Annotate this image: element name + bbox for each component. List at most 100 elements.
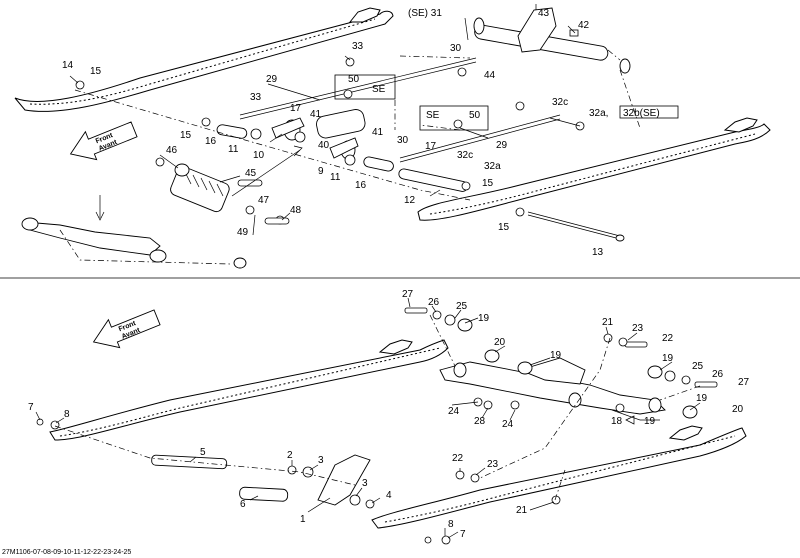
callout-43: 43 — [538, 8, 550, 19]
callouts-top: (SE) 31 43 42 30 33 14 15 44 29 50 33 32… — [62, 8, 608, 258]
callout-30a: 30 — [450, 43, 462, 54]
callout-50b: 50 — [469, 110, 481, 121]
callout-22a: 22 — [662, 333, 674, 344]
callouts-bottom: 27 26 25 19 21 23 22 20 19 19 25 26 27 2… — [28, 289, 750, 540]
center-shock-linkage — [239, 57, 561, 163]
callout-32a: 32a — [484, 161, 501, 172]
callout-17b: 17 — [425, 141, 437, 152]
leaders-bottom — [35, 297, 701, 539]
callout-27a: 27 — [402, 289, 414, 300]
callout-15d: 15 — [498, 222, 510, 233]
callout-48: 48 — [290, 205, 302, 216]
callout-31: (SE) 31 — [408, 8, 442, 19]
callout-22b: 22 — [452, 453, 464, 464]
callout-26a: 26 — [428, 297, 440, 308]
callout-41b: 41 — [372, 127, 384, 138]
callout-32c-b: 32c — [457, 150, 473, 161]
callout-19e: 19 — [644, 416, 656, 427]
callout-24b: 24 — [502, 419, 514, 430]
callout-20a: 20 — [494, 337, 506, 348]
se-box-1-label: SE — [372, 84, 386, 95]
front-shock — [170, 163, 230, 213]
callout-32a-32b: 32a, — [589, 108, 608, 119]
top-assembly: Front Avant — [14, 2, 771, 269]
callout-12: 12 — [404, 195, 416, 206]
callout-49: 49 — [237, 227, 249, 238]
callout-42: 42 — [578, 20, 590, 31]
callout-29a: 29 — [266, 74, 278, 85]
right-rail-bottom — [371, 425, 747, 529]
hardware-bottom — [36, 310, 691, 545]
callout-11b: 11 — [330, 172, 341, 183]
callout-8a: 8 — [64, 409, 70, 420]
part-32b-label: 32b(SE) — [623, 108, 660, 119]
callout-15a: 15 — [90, 66, 102, 77]
callout-24a: 24 — [448, 406, 460, 417]
callout-2: 2 — [287, 450, 293, 461]
centerlines-bottom — [54, 314, 701, 501]
callout-27b: 27 — [738, 377, 750, 388]
leaders-top — [69, 17, 581, 236]
callout-13: 13 — [592, 247, 604, 258]
part-32b-box — [619, 105, 679, 119]
callout-28: 28 — [474, 416, 486, 427]
callout-17a: 17 — [290, 103, 302, 114]
callout-30b: 30 — [397, 135, 409, 146]
callout-26b: 26 — [712, 369, 724, 380]
callout-40: 40 — [318, 140, 330, 151]
front-direction-arrow-bottom-icon: Front Avant — [92, 309, 161, 349]
callout-21b: 21 — [516, 505, 528, 516]
callout-11a: 11 — [228, 144, 239, 155]
callout-16b: 16 — [355, 180, 367, 191]
callout-21a: 21 — [602, 317, 614, 328]
callout-46: 46 — [166, 145, 178, 156]
callout-23b: 23 — [487, 459, 499, 470]
se-box-2 — [419, 105, 489, 131]
callout-8b: 8 — [448, 519, 454, 530]
callout-25a: 25 — [456, 301, 468, 312]
rear-arm-assembly — [473, 2, 631, 74]
callout-33b: 33 — [250, 92, 262, 103]
diagram-footer-code: 27M1106-07-08-09-10-11-12-22-23-24-25 — [2, 549, 131, 556]
centerlines-top — [74, 55, 641, 201]
callout-7a: 7 — [28, 402, 34, 413]
left-rail-bottom — [49, 339, 449, 441]
callout-29b: 29 — [496, 140, 508, 151]
front-arm — [21, 195, 247, 269]
callout-3a: 3 — [318, 455, 324, 466]
callout-50a: 50 — [348, 74, 360, 85]
callout-19c: 19 — [662, 353, 674, 364]
callout-19d: 19 — [696, 393, 708, 404]
callout-3b: 3 — [362, 478, 368, 489]
bottom-assembly: Front Avant — [28, 289, 750, 545]
callout-33a: 33 — [352, 41, 364, 52]
callout-19b: 19 — [550, 350, 562, 361]
callout-32c-a: 32c — [552, 97, 568, 108]
callout-19a: 19 — [478, 313, 490, 324]
callout-4: 4 — [386, 490, 392, 501]
right-rail-top — [417, 117, 771, 221]
callout-20b: 20 — [732, 404, 744, 415]
callout-9: 9 — [318, 166, 324, 177]
callout-15b: 15 — [180, 130, 192, 141]
callout-47: 47 — [258, 195, 270, 206]
shafts-top — [216, 124, 625, 242]
callout-5: 5 — [200, 447, 206, 458]
front-direction-arrow-icon: Front Avant — [69, 121, 138, 161]
se-box-2-label: SE — [426, 110, 440, 121]
callout-25b: 25 — [692, 361, 704, 372]
callout-7b: 7 — [460, 529, 466, 540]
callout-45: 45 — [245, 168, 257, 179]
rear-cross-arm — [439, 318, 698, 419]
callout-6: 6 — [240, 499, 246, 510]
se-box-1 — [334, 74, 396, 100]
callout-23a: 23 — [632, 323, 644, 334]
callout-14: 14 — [62, 60, 74, 71]
callout-10: 10 — [253, 150, 265, 161]
callout-16a: 16 — [205, 136, 217, 147]
callout-18: 18 — [611, 416, 623, 427]
callout-44: 44 — [484, 70, 496, 81]
left-rail-top — [14, 7, 394, 112]
callout-1: 1 — [300, 514, 306, 525]
